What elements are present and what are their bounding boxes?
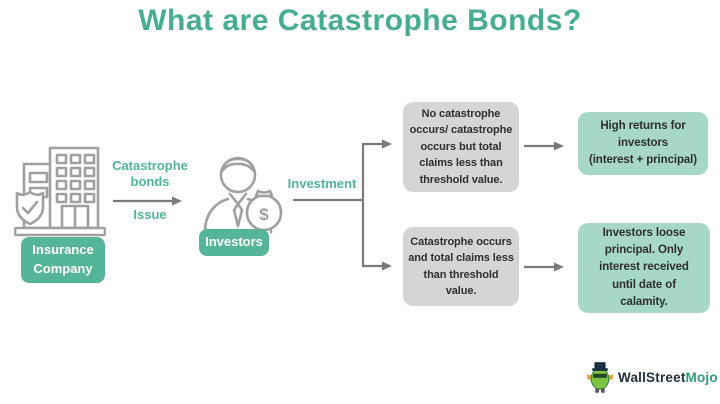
condition-box-no-catastrophe: No catastrophe occurs/ catastrophe occur… (403, 102, 519, 192)
issue-edge-label-top: Catastrophe bonds (112, 158, 188, 189)
svg-text:$: $ (259, 205, 269, 224)
wallstreetmojo-logo-text: WallStreetMojo (618, 370, 718, 385)
result-box-high-returns: High returns for investors (interest + p… (578, 112, 708, 175)
investors-label: Investors (199, 229, 269, 256)
insurance-building-icon (13, 142, 107, 243)
insurance-company-label: Insurance Company (21, 237, 105, 283)
investment-edge-label: Investment (287, 176, 357, 191)
page-title: What are Catastrophe Bonds? (138, 4, 582, 37)
issue-edge-label-bottom: Issue (133, 207, 167, 222)
wallstreetmojo-logo: WallStreetMojo (586, 361, 718, 393)
investor-money-bag-icon: $ (198, 150, 288, 239)
condition-box-catastrophe: Catastrophe occurs and total claims less… (403, 227, 519, 306)
logo-text-mojo: Mojo (685, 369, 718, 385)
wallstreetmojo-mascot-icon (586, 362, 614, 393)
logo-text-wallstreet: WallStreet (618, 369, 686, 385)
result-box-lose-principal: Investors loose principal. Only interest… (578, 223, 710, 313)
